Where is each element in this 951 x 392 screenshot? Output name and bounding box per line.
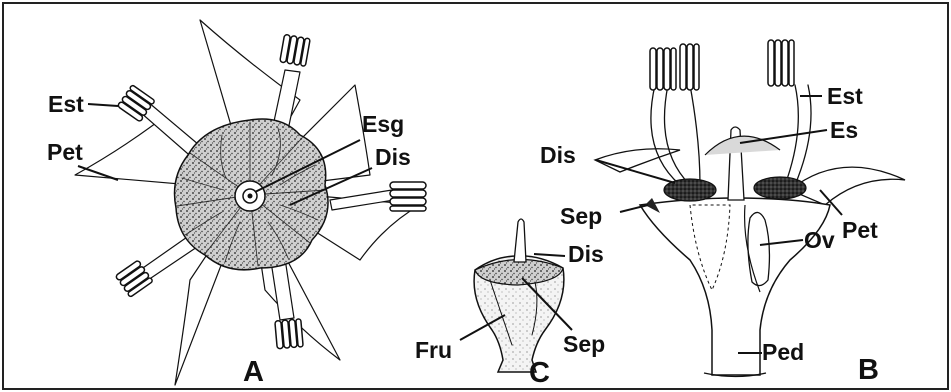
label-es: Es bbox=[830, 117, 858, 143]
disc-lobe-right bbox=[754, 177, 806, 199]
label-dis-a: Dis bbox=[375, 144, 411, 170]
panel-label-a: A bbox=[243, 356, 264, 388]
panel-c-fruit bbox=[460, 219, 572, 372]
petal-right bbox=[790, 167, 905, 205]
panel-label-b: B bbox=[858, 354, 879, 386]
label-pet-b: Pet bbox=[842, 217, 878, 243]
label-dis-c: Dis bbox=[568, 241, 604, 267]
label-ov: Ov bbox=[804, 227, 835, 253]
label-fru: Fru bbox=[415, 337, 452, 363]
ovule bbox=[748, 212, 770, 285]
stigma bbox=[235, 181, 265, 211]
label-sep-b: Sep bbox=[560, 203, 602, 229]
panel-a-flower-top-view bbox=[75, 20, 426, 385]
label-pet-a: Pet bbox=[47, 139, 83, 165]
panel-label-c: C bbox=[529, 357, 550, 389]
label-ped: Ped bbox=[762, 339, 804, 365]
label-dis-b: Dis bbox=[540, 142, 576, 168]
label-est-b: Est bbox=[827, 83, 863, 109]
section-anthers bbox=[650, 40, 794, 90]
label-sep-c: Sep bbox=[563, 331, 605, 357]
petal-left bbox=[595, 149, 680, 172]
label-esg: Esg bbox=[362, 111, 404, 137]
label-est-a: Est bbox=[48, 91, 84, 117]
fruit-style bbox=[514, 219, 526, 262]
